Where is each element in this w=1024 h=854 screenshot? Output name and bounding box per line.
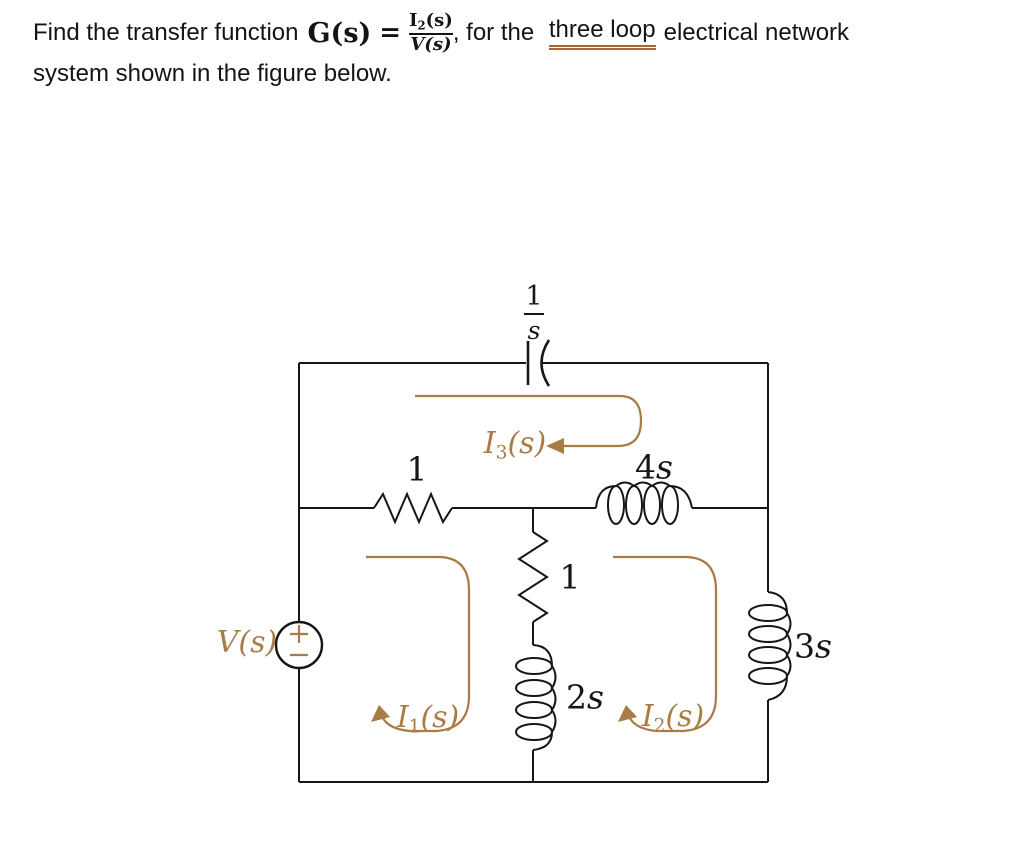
loop-i2-label: I2(s)	[641, 699, 705, 737]
capacitor-fraction-bar	[524, 313, 544, 315]
inductor-top-coil	[595, 481, 693, 525]
resistor-top-value-label: 1	[406, 449, 428, 489]
inductor-right-value-label: 3s	[794, 626, 832, 666]
outer-frame-wires	[298, 362, 769, 783]
loop-i2-arrowhead	[618, 705, 637, 722]
circuit-wires	[274, 339, 792, 783]
problem-statement: Find the transfer function G(s) = I2(s) …	[33, 10, 850, 88]
transfer-function-lhs: G(s)	[307, 17, 372, 49]
equals-sign: =	[379, 18, 402, 49]
loop-i2-arrow-path	[613, 555, 718, 733]
statement-mid: , for the	[452, 19, 535, 47]
resistor-mid-zigzag	[517, 531, 549, 623]
capacitor-value-label: 1 s	[524, 283, 544, 343]
loop-i1-arrowhead	[371, 705, 390, 722]
resistor-top-zigzag	[373, 491, 453, 525]
loop-i3-arrowhead	[546, 438, 564, 454]
fraction-bar	[409, 32, 453, 35]
loop-i1-arrow-path	[366, 555, 471, 733]
fraction-denominator: V(s)	[410, 33, 452, 55]
inductor-right-coil	[748, 591, 792, 701]
resistor-mid-value-label: 1	[559, 557, 581, 597]
statement-suffix: electrical network	[663, 19, 850, 47]
capacitor-value-numerator: 1	[525, 281, 543, 312]
statement-line-1: Find the transfer function G(s) = I2(s) …	[33, 10, 850, 55]
capacitor-value-denominator: s	[527, 316, 541, 345]
source-plus-icon	[290, 625, 308, 643]
inductor-mid-value-label: 2s	[566, 677, 604, 717]
voltage-source-label: V(s)	[216, 625, 278, 660]
numerator-subscript: 2	[417, 18, 426, 33]
loop-current-arrows	[290, 394, 718, 733]
fraction-numerator: I2(s)	[409, 10, 453, 33]
inductor-mid-coil	[515, 644, 557, 751]
statement-prefix: Find the transfer function	[33, 19, 299, 47]
loop-arrowheads	[371, 438, 637, 722]
statement-line-2: system shown in the figure below.	[33, 59, 392, 87]
underlined-phrase: three loop	[548, 16, 656, 51]
inductor-top-value-label: 4s	[635, 447, 673, 487]
loop-i3-arrow-path	[415, 394, 643, 448]
transfer-function-fraction: I2(s) V(s)	[409, 10, 453, 55]
loop-i1-label: I1(s)	[396, 700, 460, 738]
voltage-source-circle	[274, 620, 324, 670]
loop-i3-label: I3(s)	[483, 426, 547, 464]
capacitor-plate-curved	[540, 339, 551, 387]
